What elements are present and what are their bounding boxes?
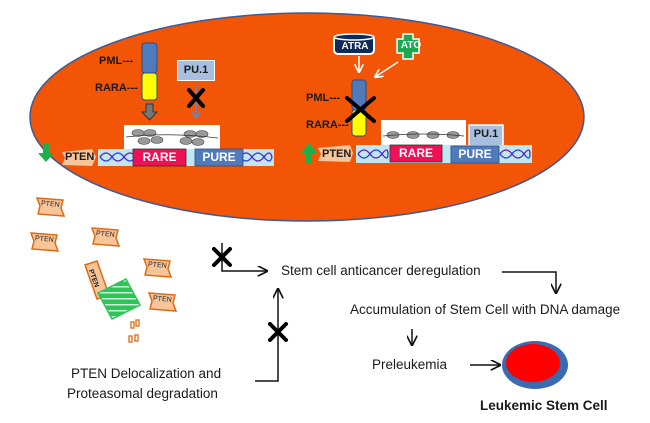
delocalization-text-line2: Proteasomal degradation (67, 386, 218, 401)
pten-label: PTEN (65, 151, 95, 163)
accumulation-text: Accumulation of Stem Cell with DNA damag… (350, 302, 621, 317)
pten-tag-label: PTEN (40, 200, 60, 209)
pten-tag-label: PTEN (34, 235, 54, 244)
ato-cross (396, 33, 420, 60)
binding-arrow-icon (140, 103, 159, 121)
nucleosomes (125, 129, 219, 146)
ato-label: ATO (400, 40, 422, 51)
cytoplasm-pten (29, 197, 178, 312)
left-panel (38, 42, 274, 167)
pten-tag-label: PTEN (152, 295, 172, 304)
ato-arrow-icon (375, 61, 399, 77)
rare-box (389, 144, 443, 163)
deregulation-to-accumulation-arrow (502, 271, 556, 293)
pten-label: PTEN (322, 148, 352, 160)
rara-segment (141, 72, 158, 101)
proteasome-body (96, 278, 142, 320)
pten-tag-label: PTEN (147, 261, 167, 270)
delocalization-to-deregulation-arrow (255, 289, 278, 382)
deregulation-text: Stem cell anticancer deregulation (281, 263, 481, 278)
atra-label: ATRA (341, 41, 369, 52)
preleukemia-text: Preleukemia (372, 357, 448, 372)
degradation-x-icon (345, 96, 376, 123)
pml-label: PML--- (99, 55, 134, 67)
pten-down-arrow-icon (38, 143, 54, 162)
rare-label: RARE (398, 146, 433, 160)
nucleosomes (382, 131, 465, 139)
rare-label: RARE (142, 150, 177, 164)
pml-segment (141, 42, 158, 74)
leukemic-stem-cell-label: Leukemic Stem Cell (480, 398, 608, 413)
pten-tag (62, 149, 96, 166)
pten-tag-label: PTEN (95, 230, 115, 239)
block-x-icon (187, 88, 205, 108)
delocalization-text-line1: PTEN Delocalization and (71, 366, 222, 381)
rare-box (132, 148, 187, 167)
pure-label: PURE (202, 150, 236, 164)
pure-box (450, 145, 500, 164)
proteasome (96, 278, 142, 343)
pml-label: PML--- (306, 92, 341, 104)
flow-block-x-icons (212, 247, 288, 342)
nucleus (29, 12, 585, 222)
pten-tag (318, 145, 353, 162)
rara-label: RARA--- (95, 82, 138, 94)
pu1-label: PU.1 (473, 128, 499, 140)
rara-label: RARA--- (306, 119, 349, 131)
leukemic-stem-cell (506, 344, 560, 382)
pure-box (194, 148, 244, 167)
right-panel (301, 33, 532, 164)
pu1-box: PU.1 (177, 60, 215, 81)
pure-label: PURE (458, 147, 492, 161)
pten-up-arrow-icon (301, 143, 317, 163)
nucleus-to-deregulation-arrow (221, 243, 267, 271)
peptide-fragments (128, 319, 140, 343)
flow-connectors (221, 243, 556, 382)
